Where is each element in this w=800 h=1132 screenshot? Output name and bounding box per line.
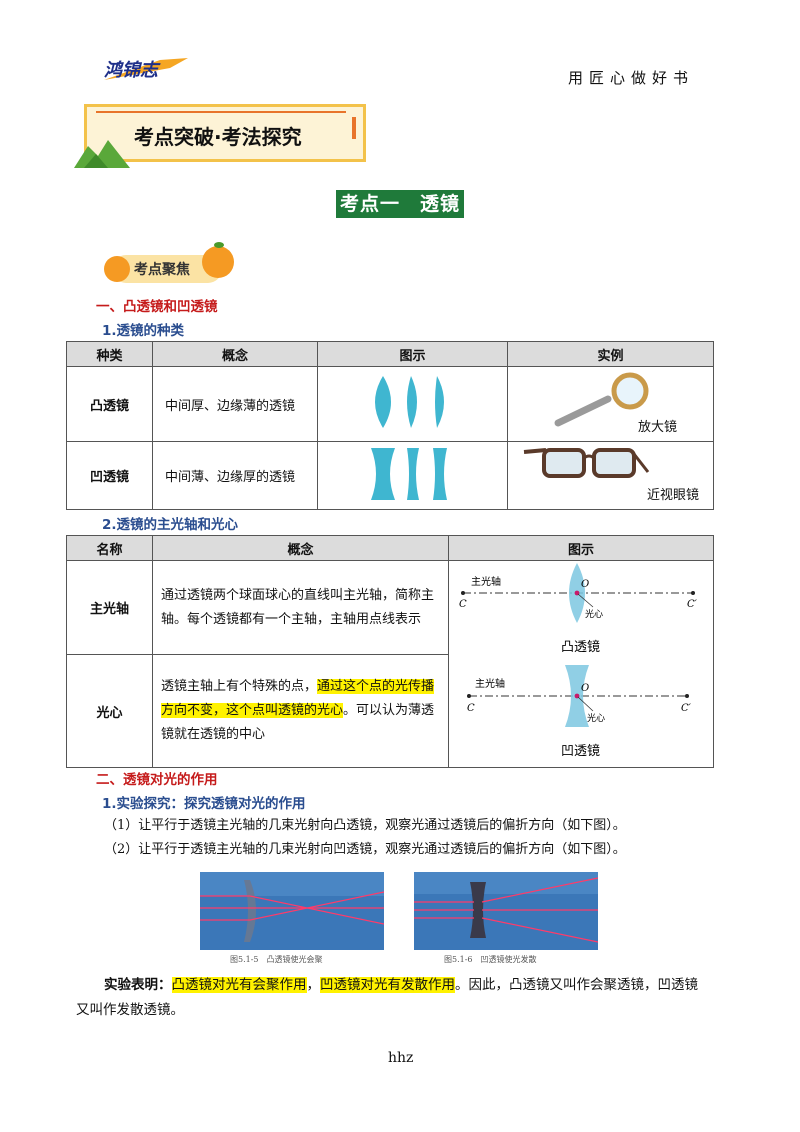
convex-c-right: C′ bbox=[687, 599, 698, 610]
th-name: 名称 bbox=[66, 535, 153, 561]
kind-concave: 凹透镜 bbox=[66, 441, 153, 510]
concave-experiment-photo bbox=[414, 872, 598, 950]
convex-caption: 凸透镜 bbox=[561, 640, 600, 655]
part2-heading: 二、透镜对光的作用 bbox=[96, 772, 218, 788]
name-center: 光心 bbox=[66, 654, 153, 768]
magnifier-icon bbox=[554, 372, 649, 427]
section-title: 考点一 透镜 bbox=[336, 190, 465, 218]
example-concave: 近视眼镜 bbox=[507, 441, 714, 510]
step2: （2）让平行于透镜主光轴的几束光射向凹透镜，观察光通过透镜后的偏折方向（如下图）… bbox=[104, 842, 626, 857]
svg-text:鸿锦志: 鸿锦志 bbox=[104, 60, 161, 81]
orange-icon bbox=[104, 256, 130, 282]
glasses-icon bbox=[523, 448, 650, 478]
concave-c-left: C bbox=[467, 703, 475, 714]
footer: hhz bbox=[388, 1050, 414, 1066]
center-text-pre: 透镜主轴上有个特殊的点， bbox=[161, 679, 318, 695]
convex-lenses-icon bbox=[374, 376, 444, 428]
center-text-post: 。可以认为薄透镜就在透镜的中心 bbox=[161, 703, 435, 743]
photo1-caption: 图5.1-5 凸透镜使光会聚 bbox=[230, 955, 323, 964]
conclusion-highlight-1: 凸透镜对光有会聚作用 bbox=[171, 977, 307, 993]
table-row: 主光轴 通过透镜两个球面球心的直线叫主光轴，简称主轴。每个透镜都有一个主轴，主轴… bbox=[66, 559, 714, 768]
example-convex-label: 放大镜 bbox=[637, 420, 677, 435]
part1-heading: 一、凸透镜和凹透镜 bbox=[96, 299, 218, 315]
photo2-caption: 图5.1-6 凹透镜使光发散 bbox=[444, 955, 537, 964]
concave-lenses-icon bbox=[370, 447, 447, 500]
convex-experiment-photo bbox=[200, 872, 384, 950]
convex-o-label: O bbox=[581, 579, 589, 590]
th-concept2: 概念 bbox=[152, 535, 449, 561]
banner-box bbox=[84, 104, 366, 162]
lens-axis-diagram: 主光轴 O 光心 C C′ 凸透镜 主光轴 O 光心 C C′ 凹透镜 bbox=[459, 563, 698, 759]
conclusion: 实验表明：凸透镜对光有会聚作用，凹透镜对光有发散作用。因此，凸透镜又叫作会聚透镜… bbox=[104, 975, 724, 995]
convex-center-label: 光心 bbox=[585, 608, 603, 620]
text-center: 透镜主轴上有个特殊的点，通过这个点的光传播方向不变，这个点叫透镜的光心。可以认为… bbox=[152, 654, 449, 768]
kind-convex: 凸透镜 bbox=[66, 366, 153, 442]
example-concave-label: 近视眼镜 bbox=[646, 488, 699, 503]
th-kind: 种类 bbox=[66, 341, 153, 367]
th-example: 实例 bbox=[507, 341, 714, 367]
th-figure: 图示 bbox=[317, 341, 508, 367]
concave-caption: 凹透镜 bbox=[561, 744, 600, 759]
banner-title: 考点突破·考法探究 bbox=[134, 125, 302, 149]
conclusion-rest: 。因此，凸透镜又叫作会聚透镜，凹透镜 bbox=[455, 977, 698, 993]
leaf-icon bbox=[214, 242, 224, 248]
table-row: 凸透镜 中间厚、边缘薄的透镜 放大镜 bbox=[66, 366, 714, 442]
part1-sub2: 2.透镜的主光轴和光心 bbox=[102, 517, 239, 533]
concave-center-label: 光心 bbox=[587, 712, 605, 724]
th-concept: 概念 bbox=[152, 341, 318, 367]
publisher-logo: 鸿锦志 bbox=[104, 58, 188, 81]
focus-label: 考点聚焦 bbox=[134, 262, 190, 278]
concave-lens-figure bbox=[317, 441, 508, 510]
th-figure2: 图示 bbox=[448, 535, 714, 561]
conclusion-highlight-2: 凹透镜对光有发散作用 bbox=[320, 977, 455, 993]
table-row: 凹透镜 中间薄、边缘厚的透镜 近视眼镜 bbox=[66, 441, 714, 510]
axis-center-table: 名称 概念 图示 主光轴 通过透镜两个球面球心的直线叫主光轴，简称主轴。每个透镜… bbox=[66, 535, 714, 768]
banner-tick bbox=[352, 117, 356, 139]
table-row: 光心 透镜主轴上有个特殊的点，通过这个点的光传播方向不变，这个点叫透镜的光心。可… bbox=[66, 654, 714, 768]
convex-axis-label: 主光轴 bbox=[471, 575, 501, 588]
mountain-icon bbox=[74, 140, 130, 168]
axis-diagrams: 主光轴 O 光心 C C′ 凸透镜 主光轴 O 光心 C C′ 凹透镜 bbox=[448, 560, 714, 768]
orange-icon bbox=[202, 246, 234, 278]
part1-sub1: 1.透镜的种类 bbox=[102, 323, 185, 339]
convex-lens-figure bbox=[317, 366, 508, 442]
text-axis: 通过透镜两个球面球心的直线叫主光轴，简称主轴。每个透镜都有一个主轴，主轴用点线表… bbox=[152, 559, 449, 656]
concept-concave: 中间薄、边缘厚的透镜 bbox=[152, 441, 318, 510]
concave-c-right: C′ bbox=[681, 703, 692, 714]
lens-types-table: 种类 概念 图示 实例 凸透镜 中间厚、边缘薄的透镜 放大镜 凹透镜 中间薄、边… bbox=[66, 341, 714, 510]
name-axis: 主光轴 bbox=[66, 559, 153, 656]
conclusion-label: 实验表明： bbox=[104, 977, 172, 993]
conclusion-line2: 又叫作发散透镜。 bbox=[76, 1002, 184, 1018]
banner-line bbox=[96, 111, 346, 113]
concave-axis-label: 主光轴 bbox=[475, 677, 505, 690]
concave-o-label: O bbox=[581, 683, 589, 694]
step1: （1）让平行于透镜主光轴的几束光射向凸透镜，观察光通过透镜后的偏折方向（如下图）… bbox=[104, 818, 626, 833]
conclusion-separator: ， bbox=[306, 977, 321, 993]
motto: 用匠心做好书 bbox=[568, 69, 695, 87]
part2-sub1: 1.实验探究：探究透镜对光的作用 bbox=[102, 796, 306, 812]
example-convex: 放大镜 bbox=[507, 366, 714, 442]
convex-c-left: C bbox=[459, 599, 467, 610]
concept-convex: 中间厚、边缘薄的透镜 bbox=[152, 366, 318, 442]
